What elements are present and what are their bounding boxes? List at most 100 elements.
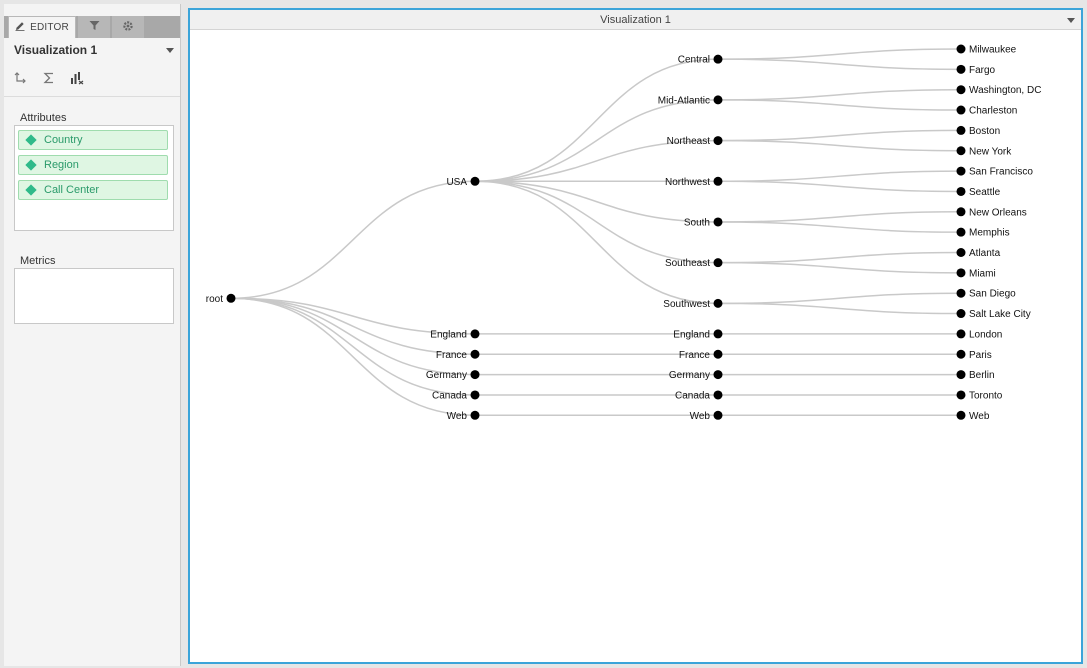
tree-node[interactable]: Southwest <box>663 298 723 310</box>
attribute-pill-call-center[interactable]: Call Center <box>18 180 168 200</box>
node-label: Germany <box>669 370 710 381</box>
node-label: Berlin <box>969 370 995 381</box>
tree-node[interactable]: Miami <box>956 268 996 279</box>
node-dot[interactable] <box>470 410 480 420</box>
tree-node[interactable]: Southeast <box>665 258 723 269</box>
node-dot[interactable] <box>956 410 966 420</box>
node-dot[interactable] <box>956 309 966 319</box>
tree-node[interactable]: Canada <box>675 390 723 401</box>
node-dot[interactable] <box>713 217 723 227</box>
node-label: Memphis <box>969 228 1010 239</box>
tree-node[interactable]: Memphis <box>956 227 1010 239</box>
tree-node[interactable]: New York <box>956 146 1013 157</box>
tree-node[interactable]: Web <box>447 410 480 422</box>
attributes-dropzone[interactable]: Country Region Call Center <box>14 125 174 231</box>
tree-node[interactable]: Toronto <box>956 390 1003 401</box>
tree-node[interactable]: Canada <box>432 390 480 401</box>
node-dot[interactable] <box>956 146 966 156</box>
node-dot[interactable] <box>470 370 480 380</box>
node-dot[interactable] <box>956 227 966 237</box>
tree-node[interactable]: Milwaukee <box>956 44 1017 56</box>
visualization-selector[interactable]: Visualization 1 <box>14 40 174 60</box>
tree-node[interactable]: England <box>430 329 480 340</box>
node-dot[interactable] <box>956 166 966 176</box>
metrics-dropzone[interactable] <box>14 268 174 324</box>
node-dot[interactable] <box>956 105 966 115</box>
node-dot[interactable] <box>470 329 480 339</box>
node-dot[interactable] <box>713 176 723 186</box>
tree-node[interactable]: Salt Lake City <box>956 309 1031 320</box>
attribute-pill-region[interactable]: Region <box>18 155 168 175</box>
node-dot[interactable] <box>713 329 723 339</box>
tab-editor[interactable]: EDITOR <box>8 16 76 38</box>
tree-node[interactable]: South <box>684 217 723 228</box>
node-dot[interactable] <box>713 258 723 268</box>
swap-axes-icon[interactable] <box>14 71 28 85</box>
node-label: root <box>206 294 223 305</box>
attribute-label: Region <box>44 159 79 171</box>
tree-node[interactable]: Fargo <box>956 64 996 76</box>
tree-node[interactable]: Web <box>956 410 990 422</box>
tree-node[interactable]: Charleston <box>956 105 1018 117</box>
node-dot[interactable] <box>956 125 966 135</box>
node-dot[interactable] <box>713 54 723 64</box>
tree-link <box>474 180 719 223</box>
tree-node[interactable]: Seattle <box>956 186 1001 198</box>
node-dot[interactable] <box>956 390 966 400</box>
tree-node[interactable]: Berlin <box>956 370 995 381</box>
tree-node[interactable]: USA <box>446 176 480 188</box>
chevron-down-icon[interactable] <box>1067 18 1075 23</box>
tab-settings[interactable] <box>112 16 144 38</box>
node-label: Canada <box>675 390 710 401</box>
sum-icon[interactable] <box>42 71 56 85</box>
tree-node[interactable]: France <box>679 349 723 361</box>
tree-node[interactable]: France <box>436 349 480 361</box>
attribute-pill-country[interactable]: Country <box>18 130 168 150</box>
chevron-down-icon[interactable] <box>166 47 174 53</box>
node-dot[interactable] <box>470 390 480 400</box>
node-dot[interactable] <box>956 370 966 380</box>
node-dot[interactable] <box>713 390 723 400</box>
tree-node[interactable]: London <box>956 329 1003 340</box>
node-dot[interactable] <box>470 176 480 186</box>
node-dot[interactable] <box>956 288 966 298</box>
node-dot[interactable] <box>956 64 966 74</box>
tree-node[interactable]: Germany <box>669 370 723 381</box>
node-dot[interactable] <box>956 44 966 54</box>
tree-node[interactable]: San Diego <box>956 288 1017 300</box>
tree-node[interactable]: Washington, DC <box>956 85 1042 96</box>
node-dot[interactable] <box>470 349 480 359</box>
node-dot[interactable] <box>956 268 966 278</box>
tab-filter[interactable] <box>78 16 110 38</box>
node-dot[interactable] <box>713 95 723 105</box>
tree-node[interactable]: Germany <box>426 370 480 381</box>
tree-node[interactable]: Boston <box>956 125 1001 137</box>
node-dot[interactable] <box>956 349 966 359</box>
tree-node[interactable]: Mid-Atlantic <box>658 95 723 106</box>
tree-node[interactable]: England <box>673 329 723 340</box>
node-dot[interactable] <box>226 293 236 303</box>
node-dot[interactable] <box>956 85 966 95</box>
node-dot[interactable] <box>956 186 966 196</box>
node-dot[interactable] <box>956 248 966 257</box>
node-label: Northwest <box>665 177 710 188</box>
node-dot[interactable] <box>956 329 966 339</box>
tree-node[interactable]: Central <box>678 54 723 66</box>
tree-node[interactable]: San Francisco <box>956 166 1034 178</box>
node-dot[interactable] <box>713 349 723 359</box>
tree-node[interactable]: Web <box>690 410 723 422</box>
tree-node[interactable]: Atlanta <box>956 248 1001 259</box>
tree-node[interactable]: New Orleans <box>956 207 1027 218</box>
chart-type-icon[interactable] <box>70 71 84 85</box>
node-dot[interactable] <box>956 207 966 217</box>
node-dot[interactable] <box>713 410 723 420</box>
node-dot[interactable] <box>713 136 723 146</box>
tree-node[interactable]: Paris <box>956 349 992 361</box>
tree-node[interactable]: Northwest <box>665 176 723 188</box>
node-dot[interactable] <box>713 370 723 380</box>
tree-node[interactable]: Northeast <box>667 136 723 147</box>
node-dot[interactable] <box>713 298 723 308</box>
tree-node[interactable]: root <box>206 293 236 305</box>
